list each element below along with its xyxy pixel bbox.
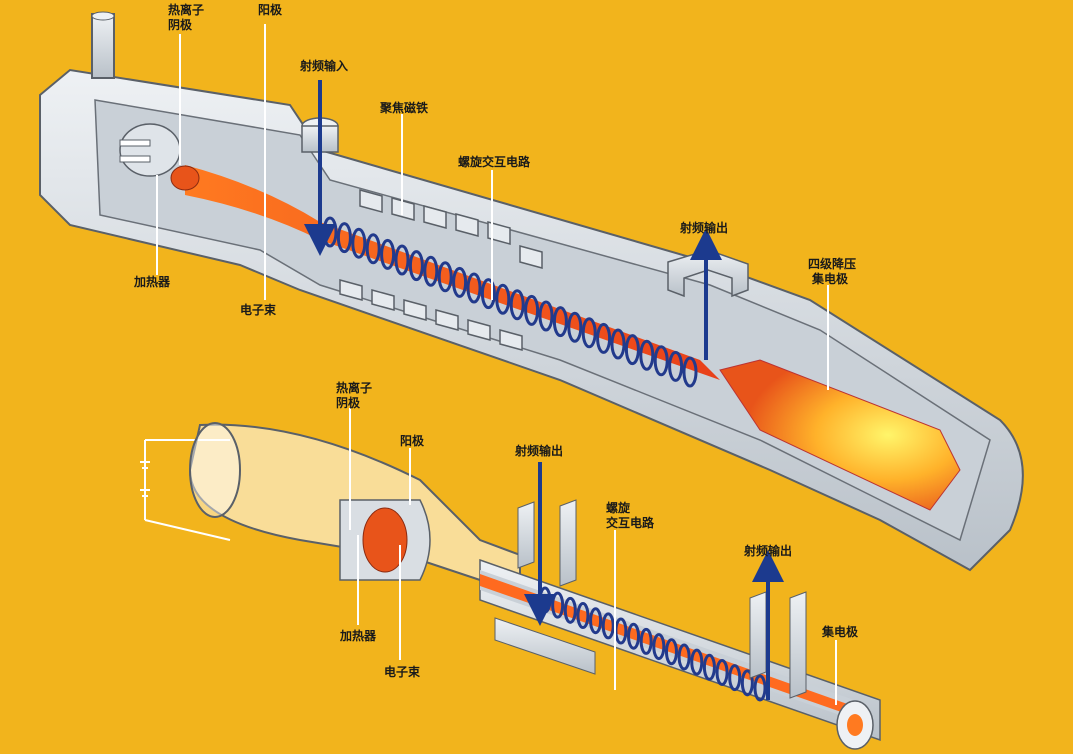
helix-turn bbox=[423, 255, 439, 287]
top-collector-glow bbox=[719, 359, 961, 511]
bottom-tube bbox=[140, 408, 881, 750]
top-collector-label-2: 集电极 bbox=[811, 271, 849, 286]
helix-turn bbox=[452, 266, 468, 298]
bottom-rf-output-coupler bbox=[749, 550, 807, 700]
helix-turn bbox=[677, 643, 691, 671]
helix-turn bbox=[524, 294, 540, 326]
bottom-leader-lines bbox=[349, 408, 837, 705]
bottom-electron-beam-label: 电子束 bbox=[384, 664, 421, 679]
helix-turn bbox=[365, 233, 381, 265]
bottom-helix-label-1: 螺旋 bbox=[606, 500, 631, 515]
helix-turn bbox=[495, 283, 511, 315]
helix-turn bbox=[466, 272, 482, 304]
helix-turn bbox=[639, 339, 655, 371]
helix-turn bbox=[351, 227, 367, 259]
top-tube bbox=[39, 11, 1024, 572]
top-heater-label: 加热器 bbox=[133, 274, 171, 289]
helix-turn bbox=[581, 317, 597, 349]
top-rf-output-label: 射频输出 bbox=[679, 220, 728, 235]
helix-turn bbox=[538, 300, 554, 332]
helix-turn bbox=[576, 602, 590, 630]
bottom-collector bbox=[836, 700, 874, 750]
bottom-helix-coil bbox=[538, 586, 767, 702]
helix-turn bbox=[336, 222, 352, 254]
helix-turn bbox=[596, 322, 612, 354]
helix-turn bbox=[589, 607, 603, 635]
bottom-collector-label: 集电极 bbox=[821, 624, 859, 639]
top-rf-input-port bbox=[301, 80, 339, 256]
top-focusing-magnet-label: 聚焦磁铁 bbox=[379, 100, 428, 115]
top-rf-output-port bbox=[667, 228, 749, 360]
bottom-helix-label-2: 交互电路 bbox=[606, 515, 655, 530]
helix-turn bbox=[624, 334, 640, 366]
helix-turn bbox=[715, 658, 729, 686]
helix-turn bbox=[567, 311, 583, 343]
top-tube-stem bbox=[91, 13, 115, 79]
helix-turn bbox=[509, 289, 525, 321]
top-cathode-label-2: 阴极 bbox=[168, 17, 193, 32]
helix-turn bbox=[639, 627, 653, 655]
helix-turn bbox=[437, 261, 453, 293]
helix-turn bbox=[480, 278, 496, 310]
top-electron-beam-label: 电子束 bbox=[240, 302, 277, 317]
bottom-rf-input-label: 射频输出 bbox=[514, 443, 563, 458]
top-focusing-magnets bbox=[339, 189, 543, 351]
helix-turn bbox=[664, 638, 678, 666]
bottom-anode-label: 阳极 bbox=[400, 433, 425, 448]
helix-turn bbox=[552, 306, 568, 338]
top-cathode-label-1: 热离子 bbox=[168, 2, 204, 17]
helix-turn bbox=[563, 596, 577, 624]
helix-turn bbox=[408, 250, 424, 282]
helix-turn bbox=[653, 345, 669, 377]
helix-turn bbox=[610, 328, 626, 360]
helix-turn bbox=[682, 356, 698, 388]
helix-turn bbox=[740, 669, 754, 697]
bottom-cathode-label-1: 热离子 bbox=[336, 380, 372, 395]
top-leader-lines bbox=[156, 24, 829, 390]
helix-turn bbox=[394, 244, 410, 276]
top-collector-label-1: 四级降压 bbox=[808, 256, 856, 271]
helix-turn bbox=[690, 648, 704, 676]
helix-turn bbox=[601, 612, 615, 640]
top-helix-label: 螺旋交互电路 bbox=[458, 154, 531, 169]
helix-turn bbox=[753, 674, 767, 702]
helix-turn bbox=[652, 633, 666, 661]
helix-turn bbox=[702, 653, 716, 681]
top-rf-input-label: 射频输入 bbox=[299, 58, 348, 73]
helix-turn bbox=[627, 622, 641, 650]
bottom-cathode-label-2: 阴极 bbox=[336, 395, 361, 410]
top-cathode-assembly bbox=[119, 123, 200, 191]
top-anode-label: 阳极 bbox=[258, 2, 283, 17]
bottom-rf-input-coupler bbox=[494, 462, 596, 675]
helix-turn bbox=[668, 350, 684, 382]
helix-turn bbox=[380, 238, 396, 270]
bottom-rf-output-label: 射频输出 bbox=[743, 543, 792, 558]
helix-turn bbox=[728, 664, 742, 692]
top-electron-beam bbox=[185, 165, 720, 380]
bottom-heater-label: 加热器 bbox=[339, 628, 377, 643]
